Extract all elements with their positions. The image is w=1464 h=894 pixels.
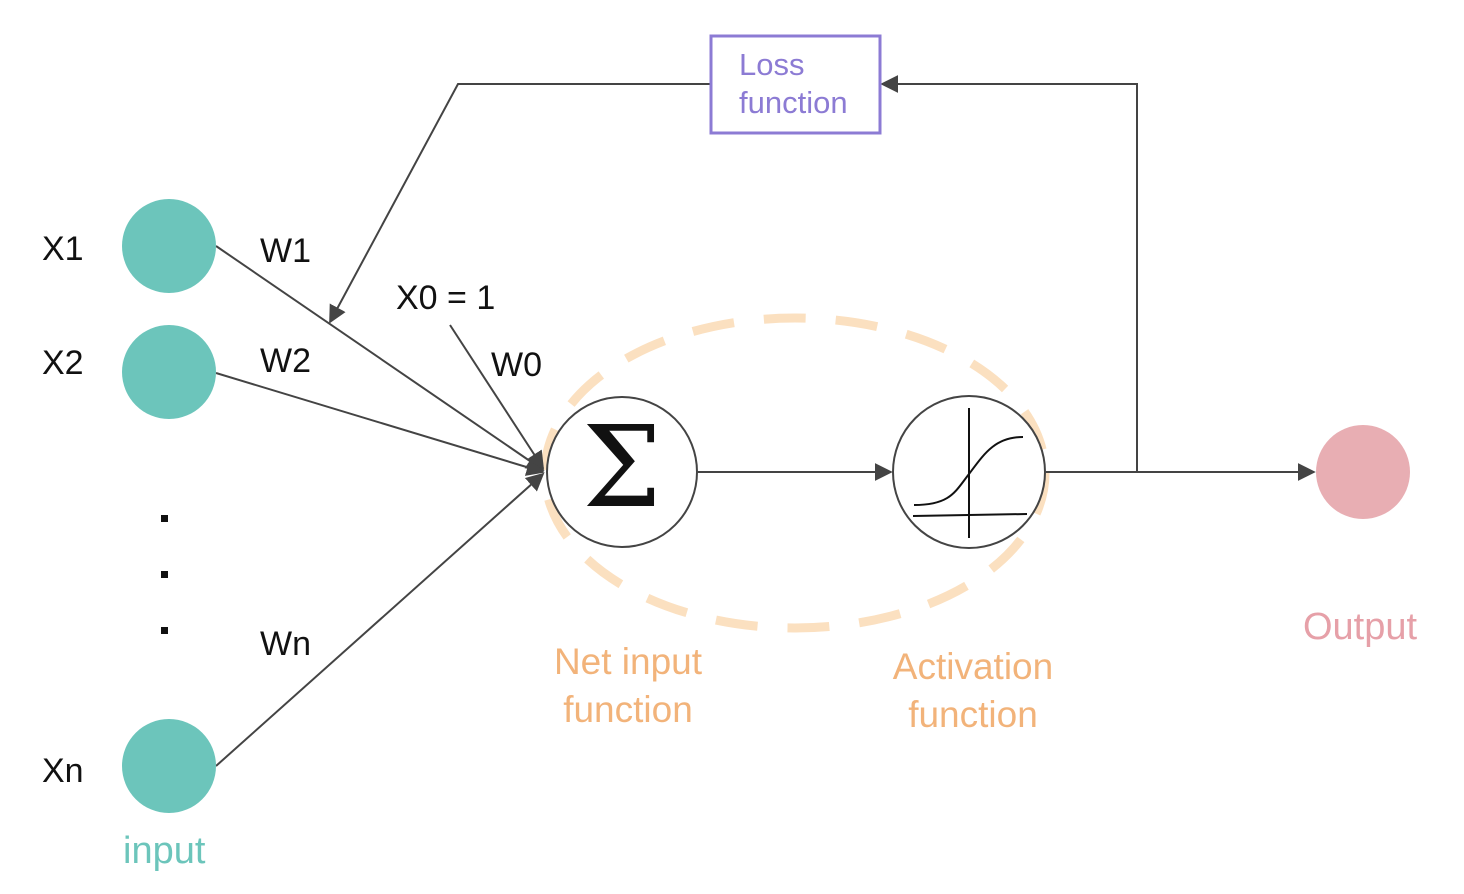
- input-node-xn: [122, 719, 216, 813]
- input-label-x2: X2: [42, 344, 84, 382]
- sigmoid-curve-icon: [912, 408, 1028, 538]
- loss-label-line1: Loss: [739, 47, 805, 82]
- edge-bias-to-sum: [449, 324, 544, 470]
- bias-label: X0 = 1: [396, 279, 496, 317]
- edge-loss-to-weights: [329, 83, 711, 324]
- weight-label-w2: W2: [260, 342, 311, 380]
- weight-label-wn: Wn: [260, 625, 311, 663]
- activation-label-line1: Activation: [892, 646, 1054, 687]
- edge-x1-to-sum: [215, 245, 545, 472]
- net-input-node: [546, 396, 698, 548]
- input-ellipsis-dots: [161, 515, 168, 634]
- edge-output-to-loss: [880, 75, 1138, 472]
- input-node-x1: [122, 199, 216, 293]
- output-node: [1316, 425, 1410, 519]
- net-input-label-line1: Net input: [553, 641, 703, 682]
- loss-function-label: Loss function: [739, 46, 848, 122]
- activation-label-line2: function: [908, 694, 1038, 735]
- sigma-symbol: Σ: [582, 403, 662, 533]
- activation-function-label: Activation function: [893, 643, 1053, 739]
- weight-label-w0: W0: [491, 346, 542, 384]
- input-label-xn: Xn: [42, 752, 84, 790]
- net-input-function-label: Net input function: [554, 638, 702, 734]
- output-label: Output: [1302, 606, 1418, 648]
- net-input-label-line2: function: [563, 689, 693, 730]
- loss-label-line2: function: [739, 85, 848, 120]
- edge-xn-to-sum: [215, 472, 545, 767]
- loss-function-box: [709, 34, 882, 135]
- edge-x2-to-sum: [215, 372, 545, 476]
- weight-label-w1: W1: [260, 232, 311, 270]
- input-label-x1: X1: [42, 230, 84, 268]
- input-node-x2: [122, 325, 216, 419]
- input-group-label: input: [123, 830, 206, 872]
